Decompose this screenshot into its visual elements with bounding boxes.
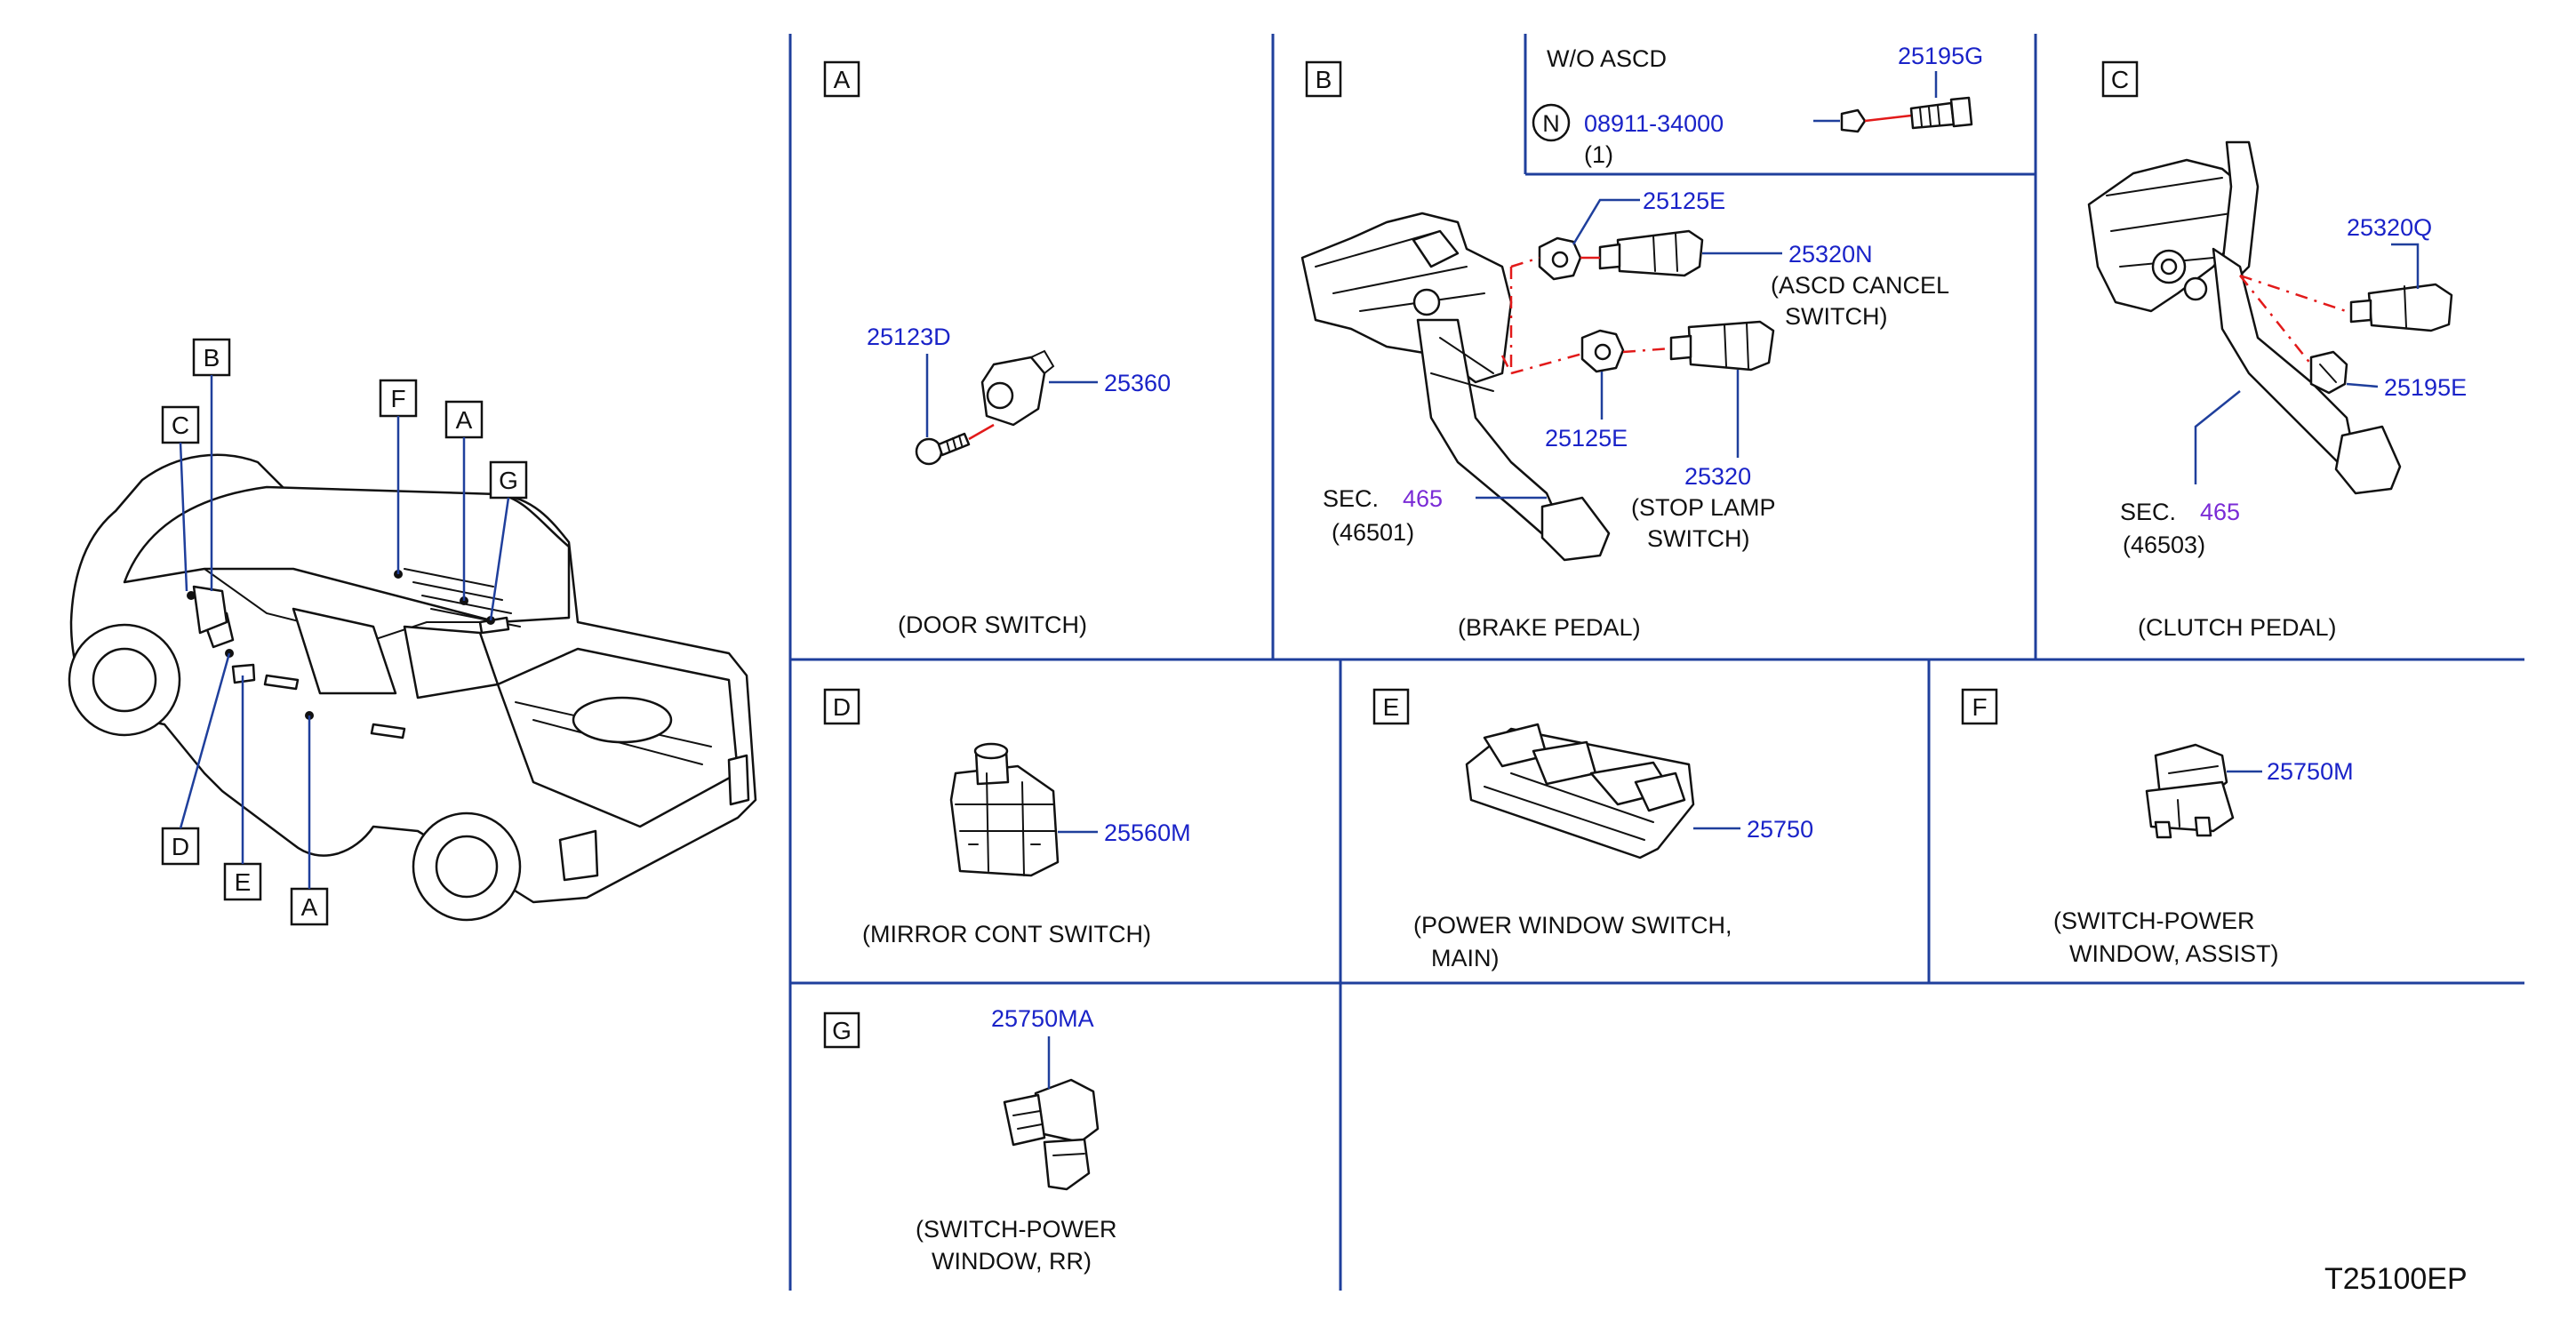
clip-top-icon	[1538, 236, 1582, 281]
panel-b: B W/O ASCD N 08911-34000 (1) 25195G	[1300, 43, 1983, 641]
inset-title: W/O ASCD	[1547, 45, 1667, 72]
screw-icon	[915, 432, 971, 466]
sec-number-c: 465	[2200, 499, 2240, 525]
part-25750ma: 25750MA	[991, 1005, 1094, 1032]
part-25750m: 25750M	[2267, 758, 2354, 785]
panel-c: C 25320Q 25195E SEC. 465 (46503)	[2087, 60, 2467, 641]
panel-c-letter: C	[2111, 66, 2129, 93]
sec-prefix-c: SEC.	[2120, 499, 2176, 525]
part-25123d: 25123D	[867, 324, 951, 350]
caption-brake-pedal: (BRAKE PEDAL)	[1458, 614, 1641, 641]
clutch-pedal-icon	[2087, 140, 2402, 495]
callout-c: C	[172, 412, 189, 439]
callout-b: B	[204, 344, 220, 372]
caption-rear-window-1: (SWITCH-POWER	[916, 1216, 1116, 1243]
caption-power-window-1: (POWER WINDOW SWITCH,	[1413, 912, 1732, 939]
caption-assist-2: WINDOW, ASSIST)	[2069, 940, 2279, 967]
caption-clutch-pedal: (CLUTCH PEDAL)	[2138, 614, 2337, 641]
stop-lamp-switch-icon	[1669, 320, 1775, 372]
sec-prefix-b: SEC.	[1323, 485, 1379, 512]
sec-number-b: 465	[1403, 485, 1443, 512]
power-window-switch-icon	[1465, 723, 1695, 859]
panel-f: F 25750M (SWITCH-POWER WINDOW, ASSIST)	[1961, 688, 2354, 967]
panel-d: D 25560M (MIRROR CONT SWITCH)	[823, 688, 1191, 947]
panel-e: E 25750 (POWER WINDOW SWITCH, MAIN)	[1372, 688, 1813, 971]
callout-a-bottom: A	[301, 893, 318, 921]
callout-e: E	[235, 868, 252, 896]
diagram-code: T25100EP	[2324, 1262, 2468, 1296]
part-25195e: 25195E	[2384, 374, 2467, 401]
ascd-switch-icon	[1598, 229, 1704, 277]
panel-a: A 25123D 25360 (DOOR SWITCH)	[823, 60, 1171, 638]
panel-f-letter: F	[1972, 693, 1987, 721]
clip-bottom-icon	[1580, 329, 1625, 373]
ascd-note-2: SWITCH)	[1785, 303, 1887, 330]
panel-d-letter: D	[833, 693, 851, 721]
assist-window-switch-icon	[2145, 743, 2235, 839]
part-25320n: 25320N	[1788, 241, 1873, 268]
part-25320: 25320	[1684, 463, 1751, 490]
panel-g-letter: G	[832, 1017, 852, 1044]
part-25560m: 25560M	[1104, 819, 1191, 846]
callout-g: G	[499, 467, 518, 494]
nut-qty: (1)	[1584, 141, 1613, 168]
vehicle-callouts: B C F A G D E A	[161, 338, 528, 926]
brake-pedal-icon	[1300, 212, 1611, 562]
clutch-clip-icon	[2309, 350, 2348, 395]
callout-d: D	[172, 833, 189, 860]
panel-g: G 25750MA (SWITCH-POWER WINDOW, RR)	[823, 1005, 1116, 1275]
part-25360: 25360	[1104, 370, 1171, 396]
clutch-switch-icon	[2349, 283, 2453, 332]
panel-grid	[788, 34, 2524, 1291]
callout-a-top: A	[456, 406, 473, 434]
caption-assist-1: (SWITCH-POWER	[2053, 907, 2254, 934]
mirror-switch-icon	[949, 742, 1060, 877]
part-25195g: 25195G	[1898, 43, 1983, 69]
part-25125e-top: 25125E	[1643, 188, 1725, 214]
sec-sub-c: (46503)	[2123, 532, 2205, 558]
callout-f: F	[390, 385, 405, 412]
part-08911-34000: 08911-34000	[1584, 110, 1724, 137]
nut-icon	[1840, 108, 1867, 133]
caption-mirror-switch: (MIRROR CONT SWITCH)	[862, 921, 1151, 947]
caption-door-switch: (DOOR SWITCH)	[898, 612, 1087, 638]
part-25125e-bottom: 25125E	[1545, 425, 1628, 452]
ascd-note-1: (ASCD CANCEL	[1771, 272, 1949, 299]
caption-rear-window-2: WINDOW, RR)	[932, 1248, 1092, 1275]
panel-a-letter: A	[834, 66, 851, 93]
panel-b-letter: B	[1316, 66, 1332, 93]
rear-window-switch-icon	[1003, 1078, 1100, 1191]
nut-symbol: N	[1542, 110, 1560, 137]
bolt-icon	[1909, 96, 1973, 130]
part-25320q: 25320Q	[2347, 214, 2432, 241]
sec-sub-b: (46501)	[1332, 519, 1414, 546]
caption-power-window-2: MAIN)	[1431, 945, 1500, 971]
part-25750: 25750	[1747, 816, 1813, 843]
panel-e-letter: E	[1383, 693, 1400, 721]
stop-note-2: SWITCH)	[1647, 525, 1749, 552]
stop-note-1: (STOP LAMP	[1631, 494, 1776, 521]
